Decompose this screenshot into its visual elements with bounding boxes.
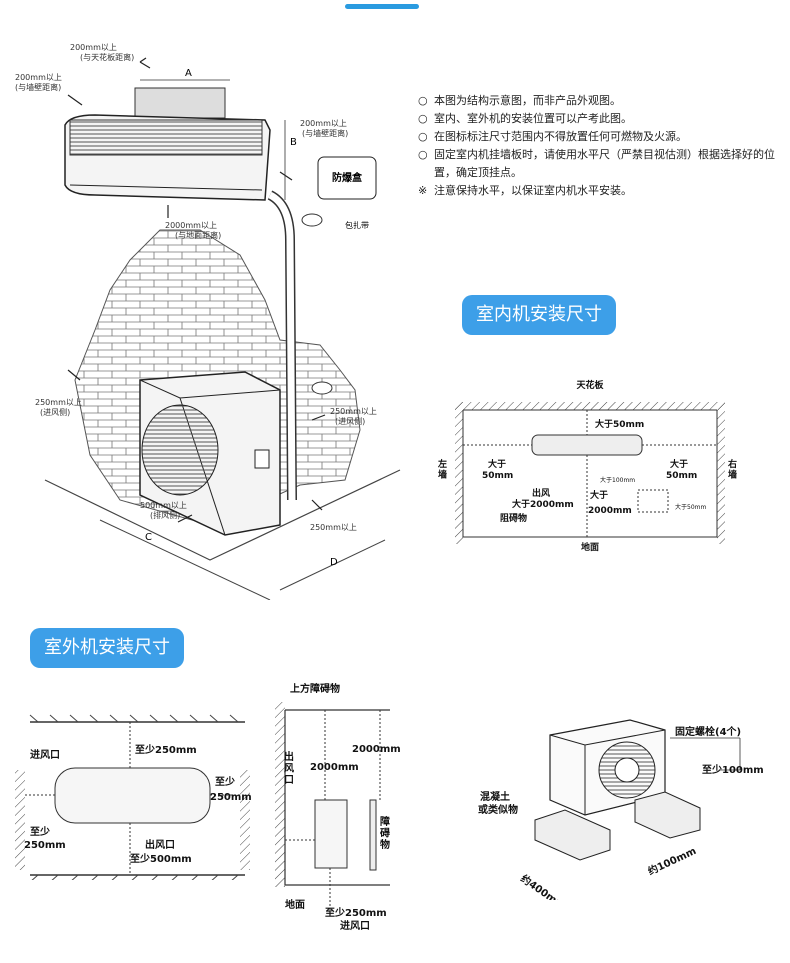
note-marker: ○ xyxy=(418,112,428,125)
note-item: ○ 室内、室外机的安装位置可以产考此图。 xyxy=(418,110,783,128)
outdoor-side-inlet-a: 至少250mm xyxy=(325,906,387,919)
indoor-left-clearance-a: 大于 xyxy=(488,458,506,470)
concrete-block-right xyxy=(634,791,701,839)
ceiling-clearance-sub: (与天花板距离) xyxy=(80,52,134,62)
box-label: 防爆盒 xyxy=(332,171,363,184)
floor-clearance-sub: (与地面距离) xyxy=(175,230,221,240)
note-marker: ○ xyxy=(418,94,428,107)
outdoor-side-floor: 地面 xyxy=(285,898,305,911)
outdoor-side-dim-right: 2000mm xyxy=(352,744,401,755)
outdoor-side-diagram: 上方障碍物 出风口 2000mm 2000mm 障碍物 地面 至少250mm 进… xyxy=(275,682,401,932)
exhaust-clearance: 500mm以上 xyxy=(140,501,187,510)
note-text: 室内、室外机的安装位置可以产考此图。 xyxy=(434,112,632,125)
floor-clearance: 2000mm以上 xyxy=(165,221,217,230)
dim-b: B xyxy=(290,137,297,148)
left-wall-clearance-sub: (与墙壁距离) xyxy=(15,82,61,92)
indoor-right-clearance-b: 50mm xyxy=(666,471,697,481)
intake-right-clearance-sub: (进风侧) xyxy=(335,416,365,426)
outdoor-mounting-diagram: 固定螺栓(4个) 至少100mm 混凝土 或类似物 约400mm 约100mm xyxy=(478,719,764,900)
note-marker: ○ xyxy=(418,130,428,143)
outdoor-unit-side xyxy=(314,799,348,869)
indoor-unit xyxy=(64,87,271,201)
outdoor-plan-right-b: 250mm xyxy=(210,792,252,803)
indoor-unit-outline xyxy=(531,434,643,456)
note-text: 注意保持水平，以保证室内机水平安装。 xyxy=(434,184,632,197)
dim-c: C xyxy=(145,532,152,543)
dim-d: D xyxy=(330,557,338,568)
mount-width-label: 约400mm xyxy=(518,872,568,900)
intake-left-clearance: 250mm以上 xyxy=(35,398,82,407)
note-text: 固定室内机挂墙板时，请使用水平尺（严禁目视估测）根据选择好的位置，确定顶挂点。 xyxy=(434,148,775,179)
indoor-right-wall-label: 右墙 xyxy=(727,458,737,480)
outdoor-plan-outlet-a: 出风口 xyxy=(145,838,175,851)
indoor-bottom-clearance-a: 大于 xyxy=(590,489,608,501)
installation-overview-diagram: 防爆盒 包扎带 A B C D 200mm以上 (与天花板距离) 200mm以上… xyxy=(15,43,401,600)
indoor-ceiling-label: 天花板 xyxy=(576,379,604,391)
note-text: 本图为结构示意图，而非产品外观图。 xyxy=(434,94,621,107)
note-item: ○ 固定室内机挂墙板时，请使用水平尺（严禁目视估测）根据选择好的位置，确定顶挂点。 xyxy=(418,146,783,182)
outdoor-plan-diagram: 进风口 至少250mm 至少 250mm 至少 250mm 出风口 至少500m… xyxy=(15,714,252,880)
clearance-arrows xyxy=(67,57,326,523)
note-marker: ※ xyxy=(418,184,428,197)
dim-a: A xyxy=(185,68,192,79)
indoor-bottom-clearance-b: 2000mm xyxy=(588,506,632,516)
outdoor-side-outlet: 出风口 xyxy=(284,750,294,786)
indoor-left-wall-label: 左墙 xyxy=(437,458,447,480)
indoor-clearance-diagram: 天花板 地面 左墙 右墙 大于50mm 大于 50mm 大于 50mm 出风 大… xyxy=(437,379,737,553)
floor-dim-line-c xyxy=(99,519,271,600)
outdoor-plan-top: 至少250mm xyxy=(135,743,197,756)
indoor-left-clearance-b: 50mm xyxy=(482,471,513,481)
outdoor-side-dim-left: 2000mm xyxy=(310,762,359,773)
outdoor-plan-right-a: 至少 xyxy=(215,775,235,788)
outdoor-side-obstacle: 障碍物 xyxy=(380,815,390,851)
left-wall-clearance: 200mm以上 xyxy=(15,73,62,82)
floor-outline xyxy=(44,469,401,561)
mount-concrete-a: 混凝土 xyxy=(480,790,510,803)
obstacle-wall xyxy=(369,799,377,871)
back-clearance: 250mm以上 xyxy=(310,523,357,532)
indoor-small-top: 大于100mm xyxy=(600,476,635,484)
concrete-block-left xyxy=(534,809,611,861)
top-accent-bar xyxy=(345,4,419,9)
outdoor-unit xyxy=(139,371,281,536)
right-wall-clearance-sub: (与墙壁距离) xyxy=(302,128,348,138)
mount-gap-label: 至少100mm xyxy=(702,763,764,776)
outdoor-side-inlet-b: 进风口 xyxy=(340,919,370,932)
exhaust-clearance-sub: (排风侧) xyxy=(150,510,180,520)
right-wall-clearance: 200mm以上 xyxy=(300,119,347,128)
mount-bolts-label: 固定螺栓(4个) xyxy=(675,725,741,738)
tape-label: 包扎带 xyxy=(345,220,369,230)
explosion-proof-box xyxy=(317,156,377,200)
outdoor-plan-left-a: 至少 xyxy=(30,825,50,838)
outdoor-side-top-obstacle: 上方障碍物 xyxy=(290,682,340,695)
indoor-outlet-obstacle-b: 阻碍物 xyxy=(500,512,527,524)
indoor-floor-label: 地面 xyxy=(581,541,599,553)
indoor-outlet-obstacle-a: 大于2000mm xyxy=(512,498,574,510)
outdoor-section-heading: 室外机安装尺寸 xyxy=(30,628,184,668)
indoor-top-clearance: 大于50mm xyxy=(595,418,644,430)
indoor-small-right: 大于50mm xyxy=(675,503,706,511)
intake-left-clearance-sub: (进风侧) xyxy=(40,407,70,417)
outdoor-plan-outlet-b: 至少500mm xyxy=(130,852,192,865)
tape-roll xyxy=(301,213,323,227)
mount-height-label: 约100mm xyxy=(646,844,698,878)
note-item: ○ 本图为结构示意图，而非产品外观图。 xyxy=(418,92,783,110)
mount-concrete-b: 或类似物 xyxy=(478,803,518,816)
indoor-outlet-label: 出风 xyxy=(532,487,550,499)
outdoor-plan-inlet: 进风口 xyxy=(30,748,60,761)
outdoor-plan-left-b: 250mm xyxy=(24,840,66,851)
intake-right-clearance: 250mm以上 xyxy=(330,407,377,416)
note-text: 在图标标注尺寸范围内不得放置任何可燃物及火源。 xyxy=(434,130,687,143)
note-item: ○ 在图标标注尺寸范围内不得放置任何可燃物及火源。 xyxy=(418,128,783,146)
floor-dim-line-d xyxy=(279,539,386,591)
note-marker: ○ xyxy=(418,148,428,161)
indoor-section-heading: 室内机安装尺寸 xyxy=(462,295,616,335)
outdoor-unit-plan xyxy=(54,767,211,824)
installation-notes: ○ 本图为结构示意图，而非产品外观图。 ○ 室内、室外机的安装位置可以产考此图。 ○… xyxy=(418,92,783,200)
indoor-right-clearance-a: 大于 xyxy=(670,458,688,470)
ceiling-clearance: 200mm以上 xyxy=(70,43,117,52)
note-item: ※ 注意保持水平，以保证室内机水平安装。 xyxy=(418,182,783,200)
